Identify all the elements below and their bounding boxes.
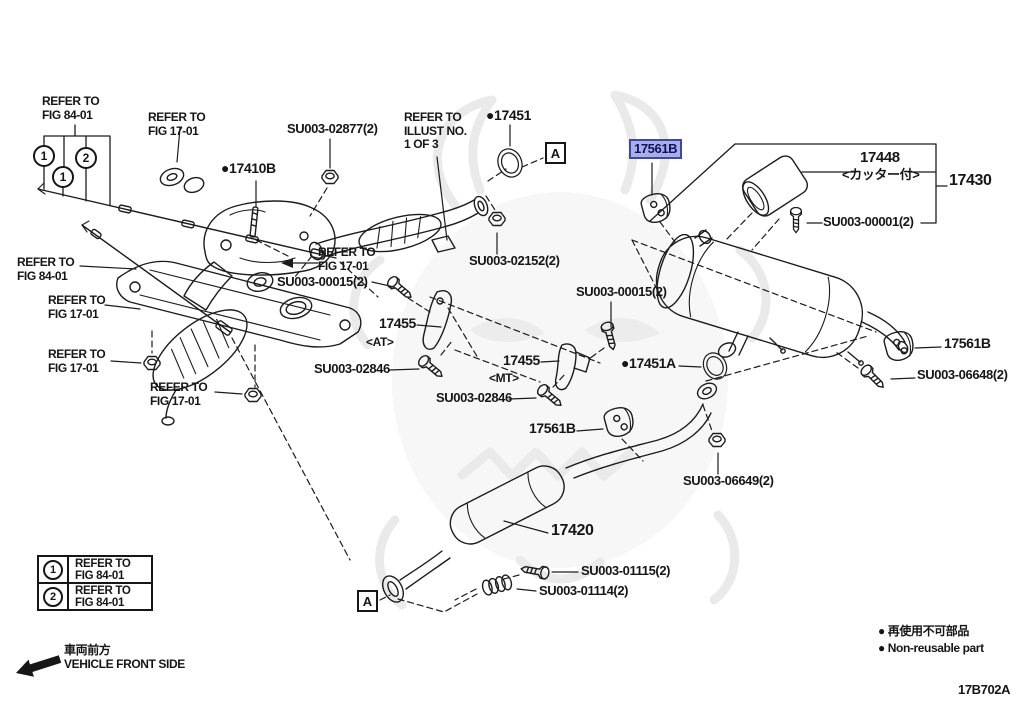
legend-line: FIG 84-01 [75,596,125,609]
callout-line: FIG 17-01 [318,258,369,273]
figure-code: 17B702A [958,682,1011,697]
label-su003-00015-a: SU003-00015(2) [277,274,368,289]
muffler-assembly-drawing [655,229,909,366]
callout-line: ILLUST NO. [404,123,467,138]
label-su003-02846-a: SU003-02846 [314,361,390,376]
front-pipe-drawing [308,195,489,261]
legend-table: 1 REFER TO FIG 84-01 2 REFER TO FIG 84-0… [37,555,153,611]
non-reusable-legend: ● 再使用不可部品 ● Non-reusable part [878,624,984,655]
front-side-jp: 車両前方 [64,643,111,657]
legend-circle-2: 2 [43,586,63,607]
callout-refer-fig17-c: REFER TO FIG 17-01 [48,293,106,321]
callout-line: FIG 17-01 [48,360,99,375]
label-17430: 17430 [949,172,992,189]
label-su003-06649: SU003-06649(2) [683,473,774,488]
manifold-assembly-drawing [116,167,362,426]
callout-line: FIG 17-01 [148,123,199,138]
callout-line: REFER TO [404,110,462,124]
legend-circle-1: 1 [43,559,63,580]
label-su003-02152: SU003-02152(2) [469,253,560,268]
legend-row: 2 REFER TO FIG 84-01 [39,582,151,609]
legend-line: REFER TO [75,584,131,597]
label-17420: 17420 [551,522,594,539]
callout-line: FIG 17-01 [48,306,99,321]
vehicle-front-side-note: 車両前方 VEHICLE FRONT SIDE [64,643,185,671]
callout-refer-fig84-left: REFER TO FIG 84-01 [17,255,75,283]
sensor-wires-drawing [37,182,337,336]
callout-line: FIG 17-01 [150,393,201,408]
label-su003-02846-b: SU003-02846 [436,390,512,405]
callout-line: REFER TO [42,94,100,108]
circled-number-2: 2 [75,147,97,169]
leader-lines [79,124,942,592]
label-17448-cutter-note: <カッター付> [842,167,920,182]
label-17410b: ●17410B [221,160,276,176]
label-at-note: <AT> [366,335,394,349]
legend-text-cell: REFER TO FIG 84-01 [69,585,131,609]
legend-line: FIG 84-01 [75,569,125,582]
finisher-drawing [741,155,809,217]
detail-box-a-bottom: A [357,590,378,612]
legend-number-cell: 2 [39,584,69,609]
legend-text-cell: REFER TO FIG 84-01 [69,558,131,582]
label-17451a: ●17451A [621,355,676,371]
callout-refer-fig17-d: REFER TO FIG 17-01 [48,347,106,375]
fasteners-and-mounts [143,144,918,597]
label-17455-at: 17455 [379,315,416,331]
legend-line: REFER TO [75,557,131,570]
callout-refer-fig17-e: REFER TO FIG 17-01 [150,380,208,408]
non-reusable-jp: ● 再使用不可部品 [878,624,969,638]
label-17448: 17448 [860,149,900,166]
callout-line: REFER TO [17,255,75,269]
callout-refer-fig17-a: REFER TO FIG 17-01 [148,110,206,138]
label-17451: ●17451 [486,107,531,123]
dashed-assembly-lines [151,157,877,613]
callout-line: REFER TO [148,110,206,124]
label-17561b-bottom: 17561B [529,420,576,436]
label-su003-00015-b: SU003-00015(2) [576,284,667,299]
label-17561b-highlighted[interactable]: 17561B [629,139,683,159]
label-17455-mt: 17455 [503,352,540,368]
callout-line: REFER TO [150,380,208,394]
circled-number-1b: 1 [52,166,74,188]
callout-refer-illust: REFER TO ILLUST NO. 1 OF 3 [404,110,467,152]
label-su003-01114: SU003-01114(2) [539,583,629,598]
label-17561b-right: 17561B [944,335,991,351]
circled-number-1a: 1 [33,145,55,167]
non-reusable-en: ● Non-reusable part [878,640,984,655]
detail-box-a-top: A [545,142,566,164]
center-pipe-drawing [381,342,737,603]
callout-line: FIG 84-01 [17,268,68,283]
legend-number-cell: 1 [39,557,69,582]
callout-line: FIG 84-01 [42,107,93,122]
callout-refer-fig84-top: REFER TO FIG 84-01 [42,94,100,122]
grouping-brackets [43,124,948,224]
label-su003-01115: SU003-01115(2) [581,563,671,578]
callout-refer-fig17-b: REFER TO FIG 17-01 [318,245,376,273]
callout-line: 1 OF 3 [404,137,439,151]
label-mt-note: <MT> [489,371,519,385]
callout-line: REFER TO [48,347,106,361]
callout-line: REFER TO [48,293,106,307]
callout-line: REFER TO [318,245,376,259]
front-side-en: VEHICLE FRONT SIDE [64,656,185,671]
label-su003-00001: SU003-00001(2) [823,214,914,229]
legend-row: 1 REFER TO FIG 84-01 [39,557,151,582]
label-su003-06648: SU003-06648(2) [917,367,1008,382]
label-su003-02877: SU003-02877(2) [287,121,378,136]
vehicle-front-arrow [16,655,62,677]
